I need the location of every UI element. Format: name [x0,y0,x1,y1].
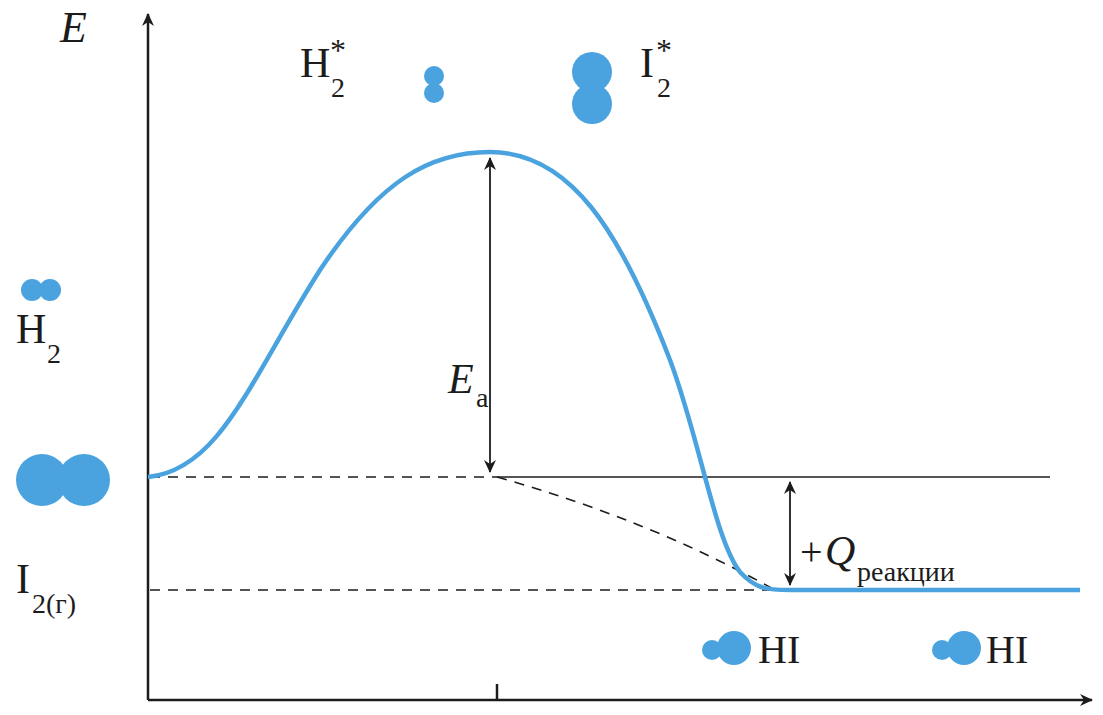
formula-index: 2(г) [32,590,76,618]
formula-index: 2 [47,340,61,368]
x-axis [148,699,1092,702]
formula-mark: * [330,34,346,66]
formula-label: HI [986,630,1028,670]
energy-symbol: E [448,358,474,400]
energy-symbol: Q [825,530,855,572]
formula-index: 2 [331,74,345,102]
energy-index: a [476,384,488,412]
formula-mark: * [656,34,672,66]
formula-symbol: I [16,558,30,600]
reactant-level [497,476,1050,478]
formula-symbol: H [300,42,330,84]
formula-index: 2 [657,74,671,102]
dashed-path [497,477,775,590]
molecules [16,52,981,665]
formula-label: HI [758,630,800,670]
activation-arrow [489,158,491,472]
formula-symbol: H [16,308,46,350]
energy-index: реакции [857,558,955,586]
dashed-level [150,476,497,478]
axis-tick [496,684,499,700]
axis-name: E [60,6,87,50]
dashed-level [150,589,775,591]
sign: + [800,532,823,572]
energy-curve [148,152,1080,590]
formula-symbol: I [640,42,654,84]
heat-arrow [789,482,791,585]
y-axis [147,14,150,700]
